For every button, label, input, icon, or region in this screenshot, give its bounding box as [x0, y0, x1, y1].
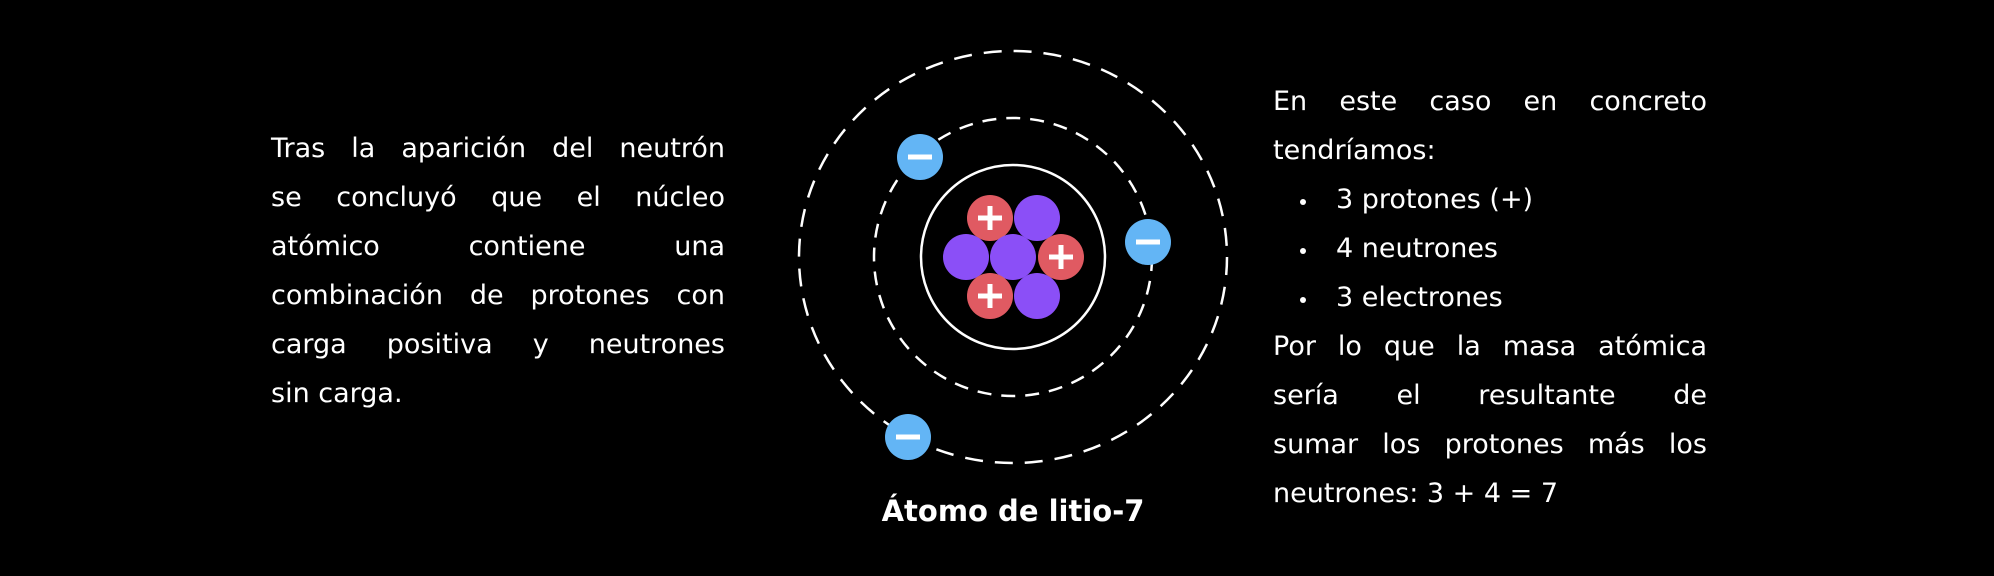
- text-line: tendríamos:: [1273, 135, 1436, 166]
- plus-icon: [987, 206, 993, 230]
- diagram-caption: Átomo de litio-7: [881, 494, 1145, 528]
- list-item: 4 neutrones: [1273, 224, 1707, 273]
- plus-icon: [1058, 245, 1064, 269]
- text-line: Tras la aparición del neutrón: [271, 133, 725, 164]
- neutron: [990, 234, 1036, 280]
- text-line: sería el resultante de: [1273, 380, 1707, 411]
- minus-icon: [908, 154, 932, 160]
- outer-orbit: [797, 49, 1229, 465]
- text-line: se concluyó que el núcleo: [271, 182, 725, 213]
- text-line: carga positiva y neutrones: [271, 329, 725, 360]
- list-item: 3 electrones: [1273, 273, 1707, 322]
- right-paragraph: En este caso en concreto tendríamos: 3 p…: [1273, 77, 1707, 518]
- minus-icon: [1136, 239, 1160, 245]
- text-line: neutrones: 3 + 4 = 7: [1273, 478, 1559, 509]
- left-paragraph: Tras la aparición del neutrón se concluy…: [271, 124, 725, 418]
- text-line: atómico contiene una: [271, 231, 725, 262]
- text-line: combinación de protones con: [271, 280, 725, 311]
- list-item: 3 protones (+): [1273, 175, 1707, 224]
- text-line: Por lo que la masa atómica: [1273, 331, 1707, 362]
- minus-icon: [896, 434, 920, 440]
- neutron: [943, 234, 989, 280]
- text-line: En este caso en concreto: [1273, 86, 1707, 117]
- nucleus-ring: [919, 163, 1107, 351]
- neutron: [1014, 273, 1060, 319]
- neutron: [1014, 195, 1060, 241]
- text-line: sin carga.: [271, 378, 403, 409]
- plus-icon: [987, 284, 993, 308]
- text-line: sumar los protones más los: [1273, 429, 1707, 460]
